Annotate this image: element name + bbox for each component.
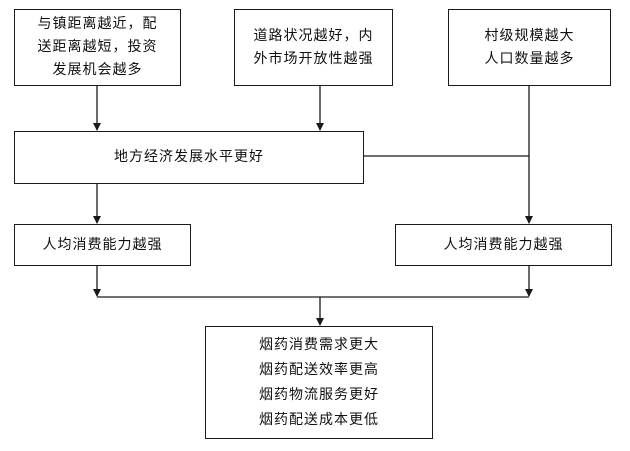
node-consumption-right: 人均消费能力越强	[395, 224, 612, 266]
node-consumption-left: 人均消费能力越强	[14, 224, 191, 266]
node-village-scale: 村级规模越大 人口数量越多	[448, 9, 611, 86]
node-proximity-line-1: 与镇距离越近，配	[37, 16, 158, 32]
node-consumption-left-line-1: 人均消费能力越强	[42, 236, 163, 253]
node-outcomes-line-4: 烟药配送成本更低	[259, 411, 379, 428]
node-local-economy: 地方经济发展水平更好	[14, 131, 364, 184]
node-outcomes-line-1: 烟药消费需求更大	[259, 336, 379, 353]
node-village-scale-line-1: 村级规模越大	[484, 27, 575, 44]
node-consumption-right-line-1: 人均消费能力越强	[443, 236, 564, 253]
node-village-scale-line-2: 人口数量越多	[484, 50, 575, 67]
node-roads-line-2: 外市场开放性越强	[253, 50, 374, 67]
node-local-economy-line-1: 地方经济发展水平更好	[114, 149, 264, 165]
node-proximity-line-3: 发展机会越多	[52, 62, 143, 78]
node-proximity: 与镇距离越近，配 送距离越短，投资 发展机会越多	[14, 9, 181, 86]
node-outcomes-line-2: 烟药配送效率更高	[259, 361, 379, 378]
node-roads: 道路状况越好，内 外市场开放性越强	[234, 9, 393, 86]
node-outcomes: 烟药消费需求更大 烟药配送效率更高 烟药物流服务更好 烟药配送成本更低	[205, 326, 433, 439]
node-outcomes-line-3: 烟药物流服务更好	[259, 386, 379, 403]
node-roads-line-1: 道路状况越好，内	[253, 27, 374, 44]
node-proximity-line-2: 送距离越短，投资	[37, 39, 158, 55]
